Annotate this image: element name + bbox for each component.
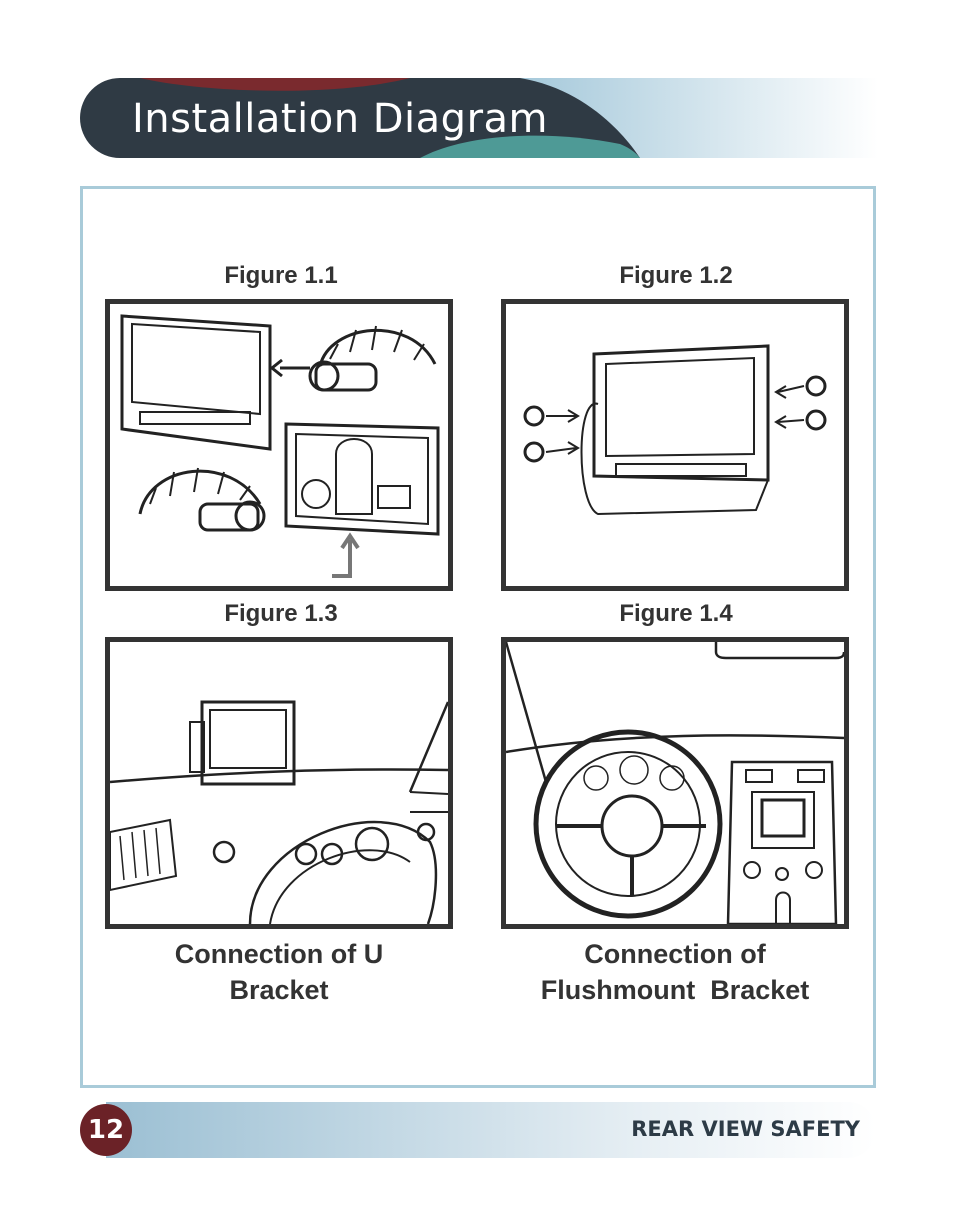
caption-flushmount-line-1: Connection of [584,939,766,969]
caption-flushmount-line-2: Flushmount Bracket [540,975,810,1005]
figure-1-3 [105,637,453,929]
page-number-badge: 12 [80,1104,132,1156]
brand-name: REAR VIEW SAFETY [631,1117,860,1141]
caption-u-bracket: Connection of U Bracket [89,936,469,1008]
caption-u-bracket-line-1: Connection of U [174,939,384,969]
figure-1-4-label: Figure 1.4 [619,600,733,627]
header-banner: Installation Diagram [80,78,878,160]
footer-bar: 12 REAR VIEW SAFETY [80,1102,876,1158]
figure-1-1-label: Figure 1.1 [224,262,338,289]
content-frame: Figure 1.1 [80,186,876,1088]
caption-flushmount: Connection of Flushmount Bracket [485,936,865,1008]
figure-1-3-label: Figure 1.3 [224,600,338,627]
figure-1-1 [105,299,453,591]
page-title: Installation Diagram [132,96,548,142]
figure-1-2-label: Figure 1.2 [619,262,733,289]
figure-1-2 [501,299,849,591]
caption-u-bracket-line-2: Bracket [229,975,329,1005]
figure-1-4 [501,637,849,929]
